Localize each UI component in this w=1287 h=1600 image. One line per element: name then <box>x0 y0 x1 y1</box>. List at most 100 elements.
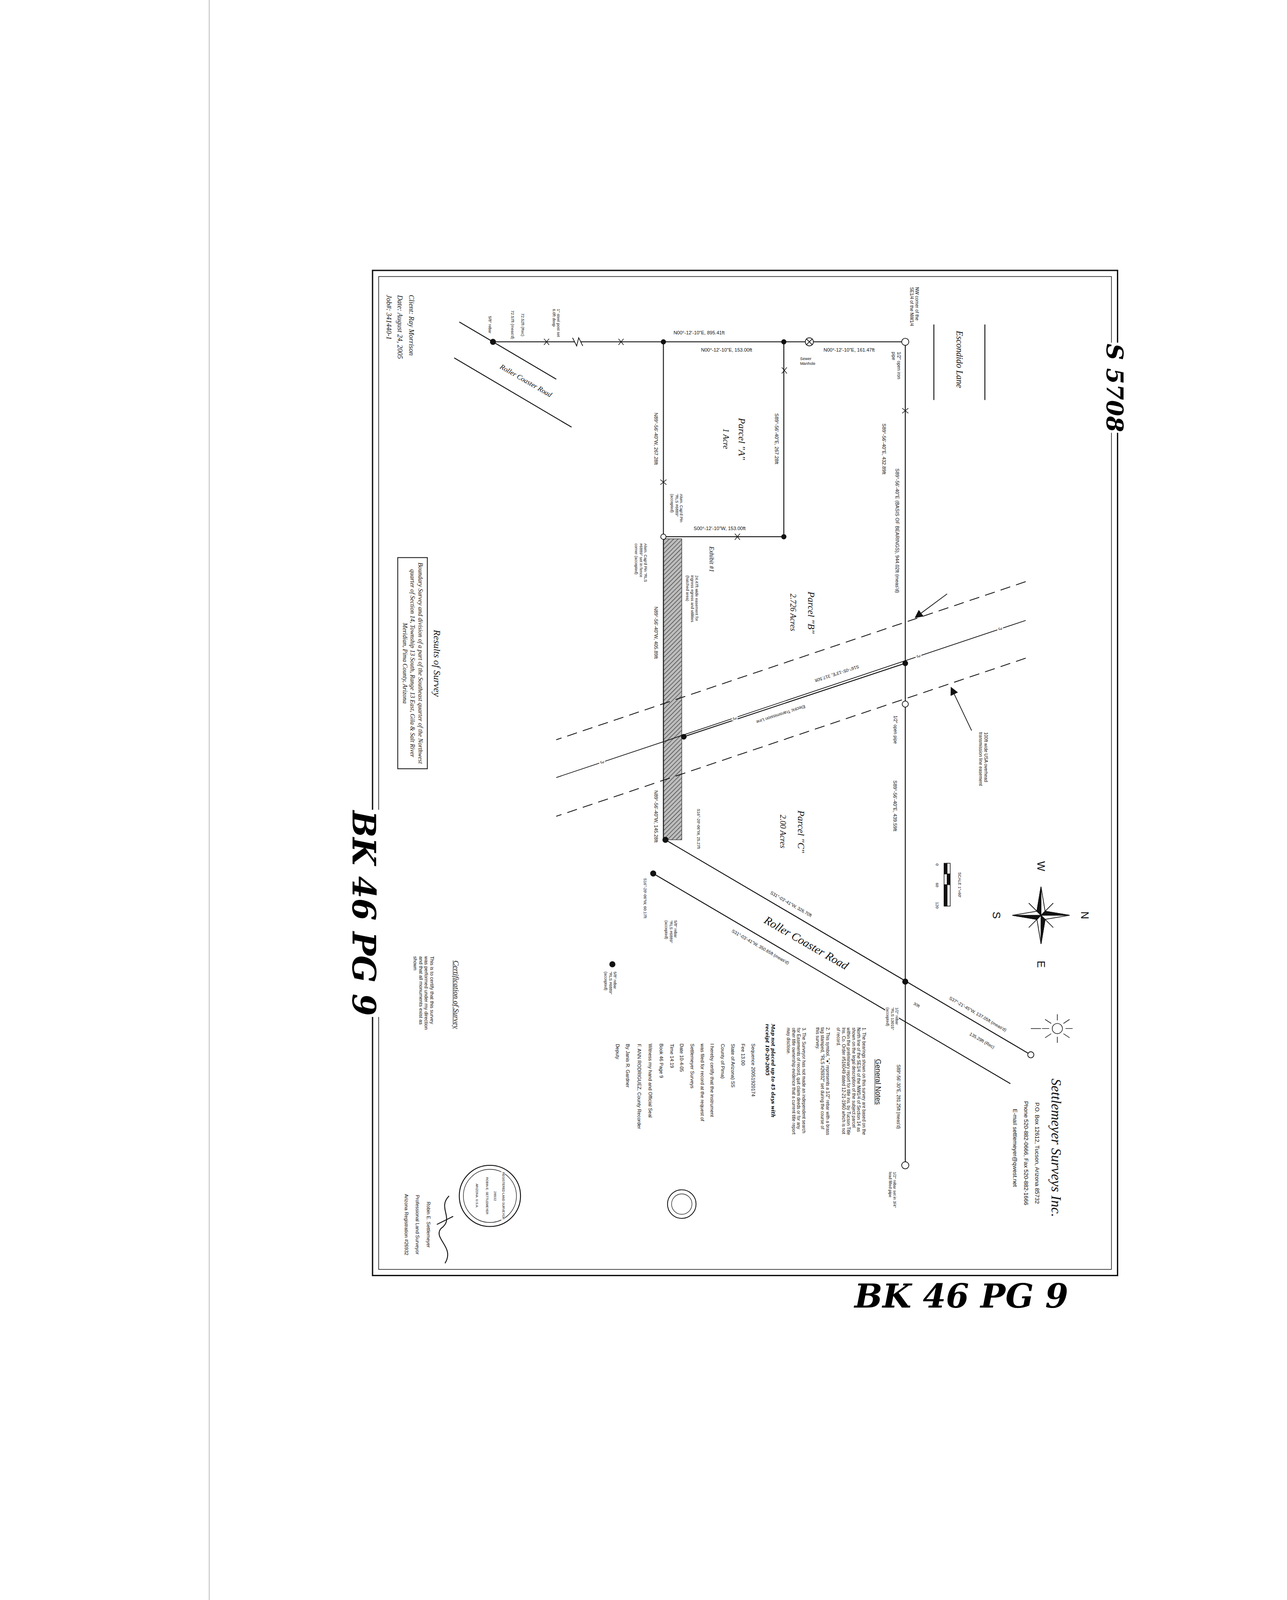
scale-number: 0 <box>934 862 939 867</box>
manhole-cross <box>806 338 813 346</box>
logo-rays <box>1042 1014 1073 1044</box>
sheet-frame <box>372 270 1118 1276</box>
dimension: 30ft <box>911 1001 922 1010</box>
bearing-distance: N00°-12'-10"E, 161.47ft <box>822 347 876 354</box>
pointer-arrow <box>951 687 972 731</box>
logo-sun <box>1052 1023 1063 1034</box>
compass-diagonals <box>1028 903 1054 928</box>
record-field: F. ANN RODRIGUEZ, County Recorder <box>636 1043 642 1131</box>
bearing-distance: S89°-56'-40"E, 439.59ft <box>892 779 899 833</box>
pointer-arrow <box>915 593 948 618</box>
parcel-name: Parcel "C" <box>795 809 807 855</box>
general-note: 1. The bearings shown on this survey are… <box>835 1026 867 1137</box>
company-phone: Phone 520-882-0666, Fax 520-882-1666 <box>1022 1100 1029 1207</box>
road-name: Roller Coaster Road <box>497 362 554 400</box>
bearing-distance: N00°-12'-10"E, 895.41ft <box>672 330 726 336</box>
bearing-distance: S16°-05'-13"E, 317.50ft <box>813 663 861 684</box>
scale-segment <box>947 863 951 874</box>
found-rebar <box>490 339 496 345</box>
line-marker: 3 <box>599 759 606 765</box>
set-rebar <box>902 660 908 666</box>
line-label: Electric Transmission Line <box>754 703 807 726</box>
escondido-line-1 <box>933 324 935 401</box>
road-line-b <box>652 873 1010 1084</box>
found-pipe <box>902 701 909 708</box>
surveyor-title: Professional Land Surveyor <box>414 1193 421 1256</box>
file-number: S 5708 <box>1101 342 1128 433</box>
surveyor-registration: Arizona Registration #26932 <box>403 1192 410 1257</box>
easement-dashed-line-2 <box>556 658 1026 817</box>
easement-dashed-line-1 <box>556 581 1026 741</box>
easement-note: 24.47ft wide easement for ingress egress… <box>685 574 699 635</box>
seals <box>459 1165 697 1227</box>
bearing-distance: S89°-56'-30"E, 281.25ft (meas'd) <box>895 1063 901 1131</box>
found-rebar <box>1027 1051 1034 1059</box>
found-rebar <box>901 1161 909 1170</box>
bearing-distance: N89°-56'-40"W, 405.89ft <box>653 605 660 660</box>
escondido-line-2 <box>984 324 986 401</box>
line-marker: 3 <box>915 653 922 659</box>
box-heading: Results of Survey <box>431 557 443 770</box>
monuments <box>490 337 1034 1170</box>
scan-edge-line <box>208 0 210 1600</box>
compass-star <box>1012 886 1070 944</box>
fence-x <box>660 479 667 486</box>
general-note: 2. This symbol, "●" represents a 1/2" re… <box>815 1026 831 1137</box>
seal-text: ROBIN E. SETTLEMEYER <box>485 1176 489 1216</box>
south-line <box>663 341 665 840</box>
fence-x <box>734 533 741 540</box>
bearing-distance: S89°-56'-40"E, 432.89ft <box>880 422 887 476</box>
line-marker: 3 <box>997 626 1004 631</box>
bearing-distance: S00°-12'-10"W, 153.00ft <box>692 525 747 532</box>
bearing-distance: N89°-56'-40"W, 267.28ft <box>653 411 660 466</box>
general-note: 3. The Surveyor has not made an independ… <box>785 1026 807 1137</box>
road-name: Roller Coaster Road <box>761 913 852 973</box>
survey-description-box: Results of Survey Boundary Survey and div… <box>397 557 443 770</box>
parcel-area: 2.00 Acres <box>778 814 788 850</box>
scale-number: 60 <box>934 881 939 889</box>
box-border: Boundary Survey and division of a part o… <box>397 557 428 770</box>
monument-note: Alum. Cap'd Pin "RLS #6889" set in fence… <box>634 542 648 587</box>
book-page-handwritten: BK 46 PG 9 <box>345 809 382 1018</box>
monument-note: Alum. Cap'd Pin "RLS #6889" (accepted) <box>669 493 684 528</box>
compass-letter: N <box>1078 910 1092 920</box>
company-name: Settlemeyer Surveys Inc. <box>1047 1078 1065 1219</box>
sheet-frame-inner <box>378 276 1112 1270</box>
company-address: P.O. Box 12612, Tucson, Arizona 85732 <box>1033 1101 1041 1206</box>
set-rebar <box>681 734 687 740</box>
easement-hatch-lines <box>663 539 683 840</box>
scale-text: SCALE 1"=60' <box>956 871 962 899</box>
client-info: Date: August 24, 2005 <box>395 294 404 361</box>
parcel-name: Parcel "A" <box>736 417 748 461</box>
north-line-extension <box>904 981 906 1164</box>
easement-hatch <box>663 539 683 840</box>
record-field: Fee 13.00 <box>740 1043 746 1067</box>
scale-segment <box>944 884 951 907</box>
record-field: State of Arizona) SS <box>729 1043 736 1089</box>
box-body-text: Boundary Survey and division of a part o… <box>400 562 425 764</box>
bearing-distance: N89°-56'-40"W, 145.28ft <box>653 789 660 844</box>
road-line-a <box>665 839 1031 1056</box>
recorder-seal-inner <box>671 1194 692 1215</box>
record-field: By Janis R. Gardner <box>624 1043 631 1089</box>
parcel-area: 2.726 Acres <box>788 592 798 632</box>
west-line <box>493 341 906 343</box>
surveyor-seal-inner <box>463 1169 517 1223</box>
signature <box>436 1195 454 1264</box>
sewer-manhole <box>805 337 814 346</box>
fence-x <box>618 338 624 346</box>
parcel-area: 1 Acre <box>721 427 731 451</box>
client-info: Client: Ray Morrison <box>407 294 416 357</box>
line-marker: 3 <box>732 716 738 721</box>
surveyor-name: Robin E. Settlemeyer <box>425 1200 432 1249</box>
boundary-lines <box>454 322 1031 1164</box>
bearing-distance: N00°-12'-10"E, 153.00ft <box>700 347 754 354</box>
monument-note: 1" steel post set 6.0ft deep <box>551 307 562 341</box>
monument-note: 5/8" rebar <box>487 315 493 335</box>
bearing-distance: S16°-20'-06"W, 25.27ft <box>695 807 701 850</box>
compass-letter: W <box>1034 860 1048 873</box>
record-field: Sequence 20051920174 <box>750 1043 756 1098</box>
roller-coaster-west-line-2 <box>454 357 572 428</box>
